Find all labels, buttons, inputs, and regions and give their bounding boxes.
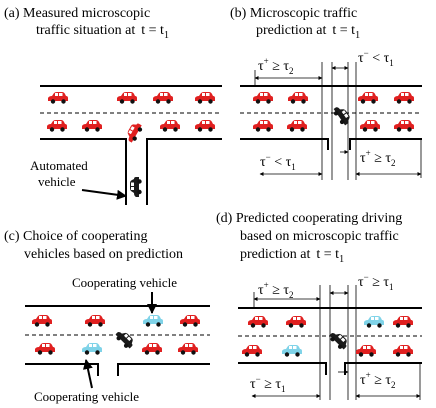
red-car — [153, 92, 173, 104]
red-car — [394, 120, 414, 132]
red-car — [48, 92, 68, 104]
red-car — [35, 343, 55, 355]
panel-c-title-line1: (c) Choice of cooperating — [4, 229, 147, 244]
panel-c-road — [25, 305, 210, 376]
red-car — [393, 316, 413, 328]
red-car — [288, 92, 308, 104]
automated-vehicle-label-2: vehicle — [38, 174, 76, 189]
panel-b-cars — [253, 92, 414, 132]
automated-vehicle — [327, 328, 351, 352]
automated-vehicle — [113, 327, 137, 351]
tau-condition-d-bottom-left: τ− ≥ τ1 — [250, 374, 286, 394]
red-car — [82, 120, 102, 132]
tau-condition-d-bottom-right: τ+ ≥ τ2 — [360, 370, 396, 390]
panel-d: (d) Predicted cooperating driving based … — [216, 211, 422, 400]
red-car — [242, 345, 262, 357]
panel-a-cars-top — [48, 92, 215, 104]
panel-d-title-line1: (d) Predicted cooperating driving — [216, 211, 402, 226]
cooperating-vehicle-bottom — [82, 343, 102, 355]
red-car — [85, 315, 105, 327]
red-car — [393, 345, 413, 357]
red-car — [160, 120, 180, 132]
tau-condition-b-bottom-left: τ− < τ1 — [260, 152, 296, 172]
panel-a-title-line1: (a) Measured microscopic — [4, 6, 150, 21]
cooperating-vehicle-bottom — [282, 345, 302, 357]
cooperating-vehicle-label-top: Cooperating vehicle — [72, 275, 177, 290]
tau-condition-b-top-left: τ+ ≥ τ2 — [258, 56, 294, 76]
panel-d-guides — [251, 285, 421, 400]
panel-c: (c) Choice of cooperating vehicles based… — [4, 229, 210, 404]
panel-b-road — [240, 85, 422, 150]
panel-d-title-line2: based on microscopic traffic — [240, 229, 399, 244]
red-car — [253, 120, 273, 132]
red-car — [253, 92, 273, 104]
cooperating-vehicle-top — [143, 315, 163, 327]
red-car — [195, 92, 215, 104]
red-car — [195, 120, 215, 132]
automated-vehicle — [130, 177, 142, 197]
tau-condition-b-top-right: τ− < τ1 — [358, 48, 394, 68]
red-car — [286, 316, 306, 328]
red-car — [47, 120, 67, 132]
red-car — [394, 92, 414, 104]
red-car — [178, 343, 198, 355]
panel-c-title-line2: vehicles based on prediction — [24, 247, 183, 262]
cooperating-arrow-bottom — [82, 359, 93, 389]
automated-vehicle-arrow — [81, 189, 127, 200]
red-car — [142, 343, 162, 355]
red-car — [248, 316, 268, 328]
automated-vehicle-label-1: Automated — [30, 158, 88, 173]
red-car — [180, 315, 200, 327]
panel-a-road — [40, 85, 222, 205]
red-car — [356, 345, 376, 357]
tau-condition-b-bottom-right: τ+ ≥ τ2 — [360, 148, 396, 168]
red-car — [117, 92, 137, 104]
red-car — [360, 120, 380, 132]
automated-vehicle — [331, 103, 353, 127]
cooperating-vehicle-top — [364, 316, 384, 328]
panel-b-guides — [254, 62, 422, 180]
tau-condition-d-top-left: τ+ ≥ τ2 — [258, 280, 294, 300]
red-car — [32, 315, 52, 327]
red-car — [287, 120, 307, 132]
panel-a-cars-bottom — [47, 120, 215, 145]
panel-b-title-line1: (b) Microscopic traffic — [230, 6, 357, 21]
tau-condition-d-top-right: τ− ≥ τ1 — [358, 272, 394, 292]
red-car — [358, 92, 378, 104]
cooperating-vehicle-label-bottom: Cooperating vehicle — [34, 389, 139, 404]
panel-a: (a) Measured microscopic traffic situati… — [4, 6, 222, 205]
